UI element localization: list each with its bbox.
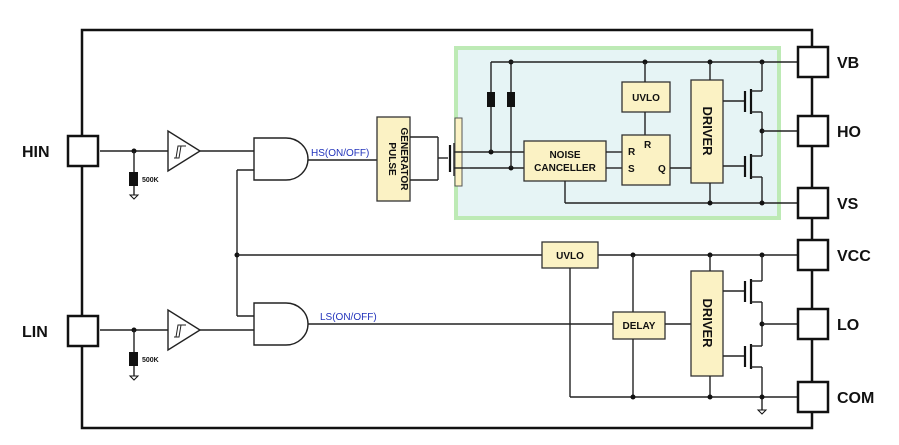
high-side-region bbox=[454, 46, 781, 220]
ls-signal-label: LS(ON/OFF) bbox=[320, 312, 377, 323]
low-side-uvlo-label: UVLO bbox=[556, 251, 584, 262]
com-pin-label: COM bbox=[837, 390, 874, 407]
high-side-uvlo-label: UVLO bbox=[632, 93, 660, 104]
lin-pulldown-resistor bbox=[129, 352, 138, 366]
lo-pin bbox=[796, 307, 830, 341]
lin-resistor-label: 500K bbox=[142, 357, 159, 364]
latch-s-label: S bbox=[628, 164, 635, 175]
ground-icon bbox=[128, 194, 140, 200]
chip-outline bbox=[80, 28, 814, 430]
vcc-pin-label: VCC bbox=[837, 248, 871, 265]
noise-canceller-label-1: NOISE bbox=[549, 150, 580, 161]
lin-pin bbox=[66, 314, 100, 348]
lin-input-path: 500K bbox=[100, 308, 254, 381]
pulse-generator-label-1: PULSE bbox=[386, 142, 397, 176]
ls-and-gate bbox=[253, 302, 309, 346]
pulse-generator-block bbox=[376, 116, 411, 202]
bootstrap-resistor-1 bbox=[487, 92, 495, 107]
schmitt-trigger-icon bbox=[174, 324, 186, 338]
latch-r-input-label: R bbox=[628, 147, 636, 158]
noise-canceller-label-2: CANCELLER bbox=[534, 163, 596, 174]
lo-pin-label: LO bbox=[837, 317, 859, 334]
bootstrap-resistor-2 bbox=[507, 92, 515, 107]
vcc-pin bbox=[796, 238, 830, 272]
high-side-uvlo-block bbox=[621, 81, 671, 113]
ground-icon bbox=[128, 375, 140, 381]
ho-pin-label: HO bbox=[837, 124, 861, 141]
latch-q-label: Q bbox=[658, 164, 666, 175]
hs-signal-label: HS(ON/OFF) bbox=[311, 148, 369, 159]
low-side-driver-label: DRIVER bbox=[700, 298, 715, 348]
lin-schmitt-buffer bbox=[167, 308, 202, 352]
hin-input-path: 500K bbox=[100, 129, 254, 200]
ho-pin bbox=[796, 114, 830, 148]
noise-canceller-block bbox=[523, 140, 607, 182]
vb-pin-label: VB bbox=[837, 55, 859, 72]
high-side-driver-label: DRIVER bbox=[700, 106, 715, 156]
lin-pin-label: LIN bbox=[22, 324, 48, 341]
delay-label: DELAY bbox=[623, 321, 656, 332]
level-shift-transistors bbox=[410, 117, 470, 187]
hin-resistor-label: 500K bbox=[142, 177, 159, 184]
high-side-output-stage bbox=[723, 62, 800, 203]
rs-latch-block bbox=[621, 134, 671, 186]
hin-pin bbox=[66, 134, 100, 168]
com-pin bbox=[796, 380, 830, 414]
hin-pin-label: HIN bbox=[22, 144, 50, 161]
hin-schmitt-buffer bbox=[167, 129, 202, 173]
vs-pin bbox=[796, 186, 830, 220]
high-side-driver-block bbox=[690, 79, 724, 184]
vb-pin bbox=[796, 45, 830, 79]
ground-icon bbox=[756, 409, 768, 415]
hs-and-gate bbox=[253, 137, 309, 181]
delay-block bbox=[612, 311, 666, 340]
latch-r-uvlo-label: R bbox=[644, 140, 652, 151]
schmitt-trigger-icon bbox=[174, 145, 186, 159]
low-side-output-stage bbox=[723, 255, 800, 415]
low-side-driver-block bbox=[690, 270, 724, 377]
vs-pin-label: VS bbox=[837, 196, 859, 213]
pulse-generator-label-2: GENERATOR bbox=[398, 128, 409, 192]
hin-pulldown-resistor bbox=[129, 172, 138, 186]
